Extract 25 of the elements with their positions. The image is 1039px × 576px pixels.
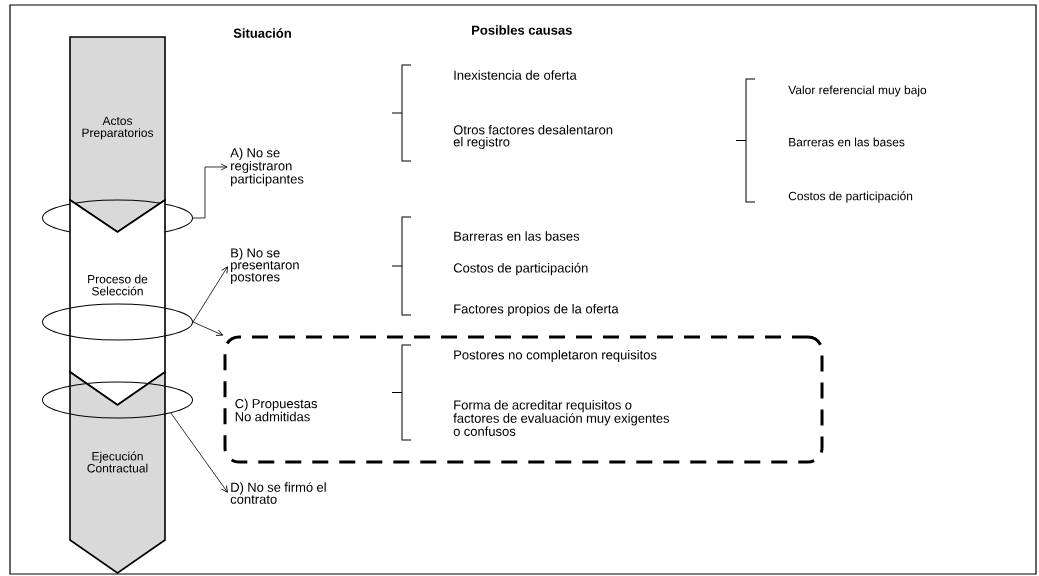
arrow <box>192 266 228 323</box>
ellipse <box>42 381 193 419</box>
situation-text: B) No se presentaron postores <box>231 247 299 285</box>
situation-text: C) Propuestas No admitidas <box>235 398 318 422</box>
cause-text: Costos de participación <box>453 262 588 276</box>
arrow <box>192 163 228 219</box>
cause-text: Forma de acreditar requisitos o factores de evaluación muy exigentes o confusos <box>453 400 670 436</box>
cause-text: Costos de participación <box>788 191 913 203</box>
dashed-box <box>223 335 824 464</box>
phase-chevron: Actos Preparatorios <box>69 36 166 233</box>
cause-text: Otros factores desalentaron el registro <box>453 124 613 150</box>
cause-text: Postores no completaron requisitos <box>454 349 657 363</box>
phase-chevron: Proceso de Selección <box>69 198 166 406</box>
phase-chevron: Ejecución Contractual <box>69 370 166 574</box>
ellipse <box>42 303 193 341</box>
cause-text: Inexistencia de oferta <box>454 70 577 80</box>
arrow <box>192 321 224 336</box>
cause-text: Valor referencial muy bajo <box>788 85 927 97</box>
cause-text: Barreras en las bases <box>789 137 905 147</box>
situation-text: D) No se firmó el contrato <box>230 482 326 504</box>
column-heading: Posibles causas <box>472 25 572 35</box>
column-heading: Situación <box>233 28 291 38</box>
cause-text: Barreras en las bases <box>454 231 580 241</box>
situation-text: A) No se registraron participantes <box>230 147 304 187</box>
cause-text: Factores propios de la oferta <box>454 303 619 317</box>
